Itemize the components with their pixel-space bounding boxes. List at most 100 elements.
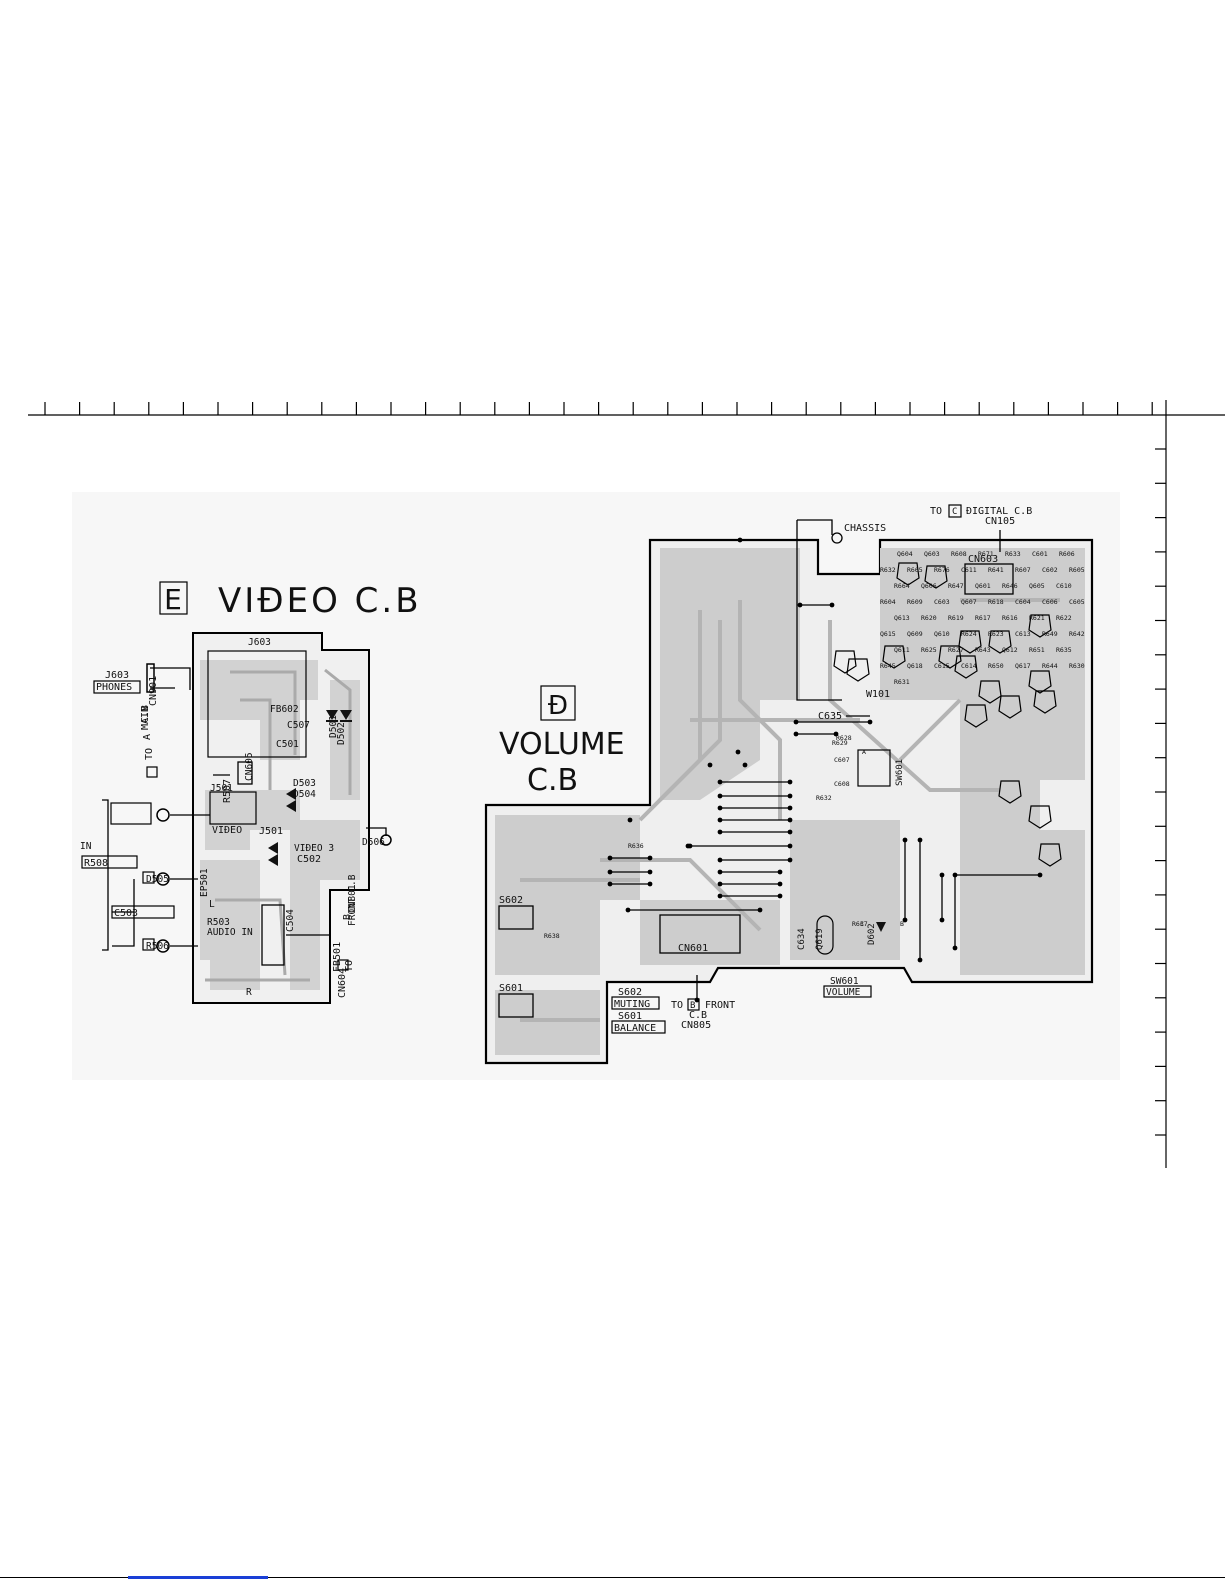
solder-point <box>742 762 748 768</box>
c634-label: C634 <box>797 928 807 950</box>
volume-board-marker: Đ <box>548 691 568 721</box>
solder-point <box>867 719 873 725</box>
footer-rule <box>0 1577 1225 1578</box>
ref-designator: Q603 <box>924 550 940 558</box>
solder-point <box>902 917 908 923</box>
ref-designator: R630 <box>1069 662 1085 670</box>
solder-point <box>717 829 723 835</box>
solder-point <box>787 843 793 849</box>
solder-point <box>787 779 793 785</box>
solder-point <box>647 869 653 875</box>
ref-designator: C507 <box>287 720 310 731</box>
ref-designator: J501 <box>259 826 283 837</box>
video-board-title: VIĐEO C.B <box>218 581 422 621</box>
ref-designator: R649 <box>1042 630 1058 638</box>
ref-designator: C604 <box>1015 598 1031 606</box>
video-label-boxes <box>81 581 349 971</box>
solder-point <box>717 857 723 863</box>
ref-designator: R622 <box>1056 614 1072 622</box>
video-jacks <box>146 663 392 953</box>
volume-transistors <box>833 562 1062 867</box>
ref-designator: Q606 <box>921 582 937 590</box>
solder-point <box>1037 872 1043 878</box>
volume-board-title-line1: VOLUME <box>499 727 625 762</box>
ref-designator: FRONT C.B <box>347 874 358 926</box>
volume-label-boxes <box>540 504 962 1034</box>
s602-label: S602 <box>499 895 523 906</box>
ref-designator: R <box>246 987 252 998</box>
solder-point <box>793 719 799 725</box>
ref-designator: R620 <box>921 614 937 622</box>
solder-point <box>917 957 923 963</box>
digital-marker: C <box>952 507 957 517</box>
ref-designator: R641 <box>988 566 1004 574</box>
cn603-connector <box>964 563 1014 595</box>
solder-point <box>735 749 741 755</box>
ref-designator: TO <box>344 960 355 972</box>
ref-designator: B <box>900 920 904 928</box>
ref-designator: R624 <box>961 630 977 638</box>
transistor-body <box>978 680 1002 704</box>
transistor-body <box>896 562 920 586</box>
ref-designator: Q613 <box>894 614 910 622</box>
ref-designator: J603 <box>105 670 129 681</box>
ref-designator: C607 <box>834 756 850 764</box>
solder-point <box>787 817 793 823</box>
ref-designator: C.B <box>140 705 151 723</box>
ref-designator: R671 <box>978 550 994 558</box>
transistor-body <box>1028 805 1052 829</box>
transistor-body <box>1028 614 1052 638</box>
ref-designator: Q611 <box>894 646 910 654</box>
ref-designator: C603 <box>934 598 950 606</box>
solder-point <box>902 837 908 843</box>
solder-point <box>717 881 723 887</box>
ref-designator: R507 <box>222 779 233 803</box>
solder-point <box>757 907 763 913</box>
solder-point <box>707 762 713 768</box>
s602-caption: S602 <box>618 987 642 998</box>
ref-designator: R631 <box>894 678 910 686</box>
j603-outline <box>207 650 307 758</box>
s601-switch <box>498 993 534 1018</box>
ref-designator: C502 <box>297 854 321 865</box>
solder-point <box>625 907 631 913</box>
ref-designator: R609 <box>907 598 923 606</box>
ref-designator: R617 <box>975 614 991 622</box>
ref-designator: CN604 <box>337 968 348 998</box>
ref-designator: C605 <box>1069 598 1085 606</box>
ref-designator: FB602 <box>270 704 299 715</box>
solder-point <box>737 537 743 543</box>
ref-designator: C606 <box>1042 598 1058 606</box>
cn805-label: CN805 <box>681 1020 711 1031</box>
transistor-body <box>1028 670 1052 694</box>
ref-designator: AUDIO IN <box>207 927 253 938</box>
ref-designator: R616 <box>1002 614 1018 622</box>
ref-designator: R623 <box>988 630 1004 638</box>
solder-point <box>833 731 839 737</box>
q619-label: Q619 <box>815 928 825 950</box>
footer-link-underline[interactable] <box>128 1576 268 1579</box>
ref-designator: A <box>862 748 866 756</box>
volume-jumpers <box>610 519 1040 1000</box>
volume-caption: VOLUME <box>826 987 861 998</box>
ref-designator: L <box>209 899 215 910</box>
transistor-body <box>964 704 988 728</box>
video-board: E VIĐEO C.B J603J603PHONESTOAMAINC.BCN90… <box>80 581 422 1004</box>
ref-designator: R635 <box>1056 646 1072 654</box>
ref-designator: R644 <box>1042 662 1058 670</box>
ref-designator: CN801 <box>347 884 358 913</box>
to-front-label: TO <box>671 1000 683 1011</box>
solder-point <box>917 837 923 843</box>
ref-designator: VIĐEO <box>212 825 242 836</box>
d602-label: D602 <box>867 923 877 945</box>
cn105-label: CN105 <box>985 516 1015 527</box>
front-marker: B <box>690 1001 695 1011</box>
solder-point <box>952 945 958 951</box>
ref-designator: D503 <box>293 778 316 789</box>
ref-designator: Q612 <box>1002 646 1018 654</box>
ref-designator: MAIN <box>140 706 151 730</box>
solder-point <box>647 881 653 887</box>
video-ref-labels: J603J603PHONESTOAMAINC.BCN901CN605FB602C… <box>80 637 385 998</box>
ref-designator: R638 <box>544 932 560 940</box>
